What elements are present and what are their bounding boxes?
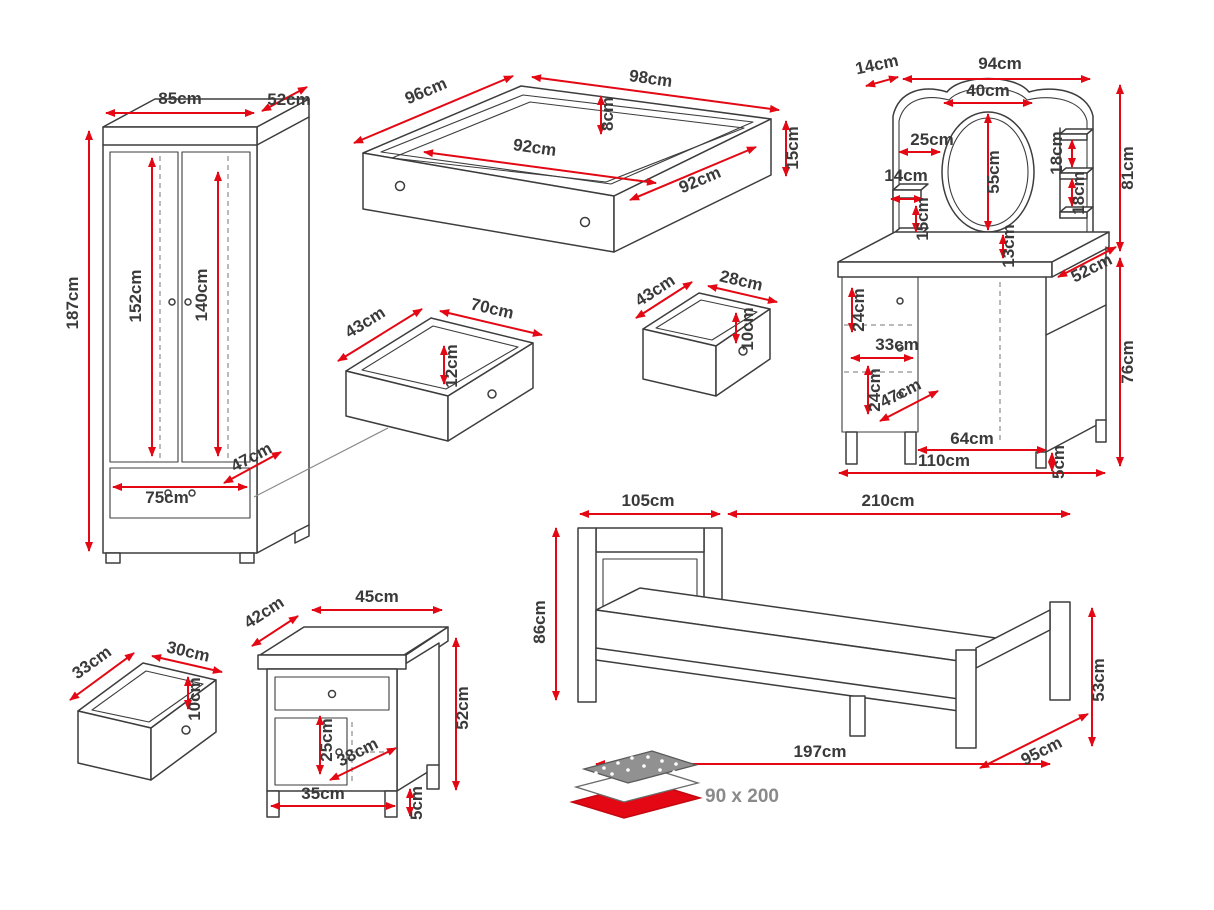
dim-vanity-mirror-bottom-gap: 13cm (999, 224, 1018, 267)
dim-vanity-corbel-width: 14cm (884, 166, 927, 185)
dim-vanity-drawer-top: 24cm (849, 288, 868, 331)
drawer-knob-icon (181, 725, 191, 735)
dim-wardrobe-height: 187cm (63, 277, 82, 330)
door-knob-icon (168, 298, 176, 306)
door-knob-icon (184, 298, 192, 306)
dim-wdrawer-height: 12cm (442, 344, 461, 387)
wardrobe-door-right (181, 151, 251, 463)
footboard-post (955, 649, 977, 749)
dim-ndrawer-depth: 33cm (69, 642, 115, 683)
dim-vanity-top-offset: 14cm (854, 51, 900, 79)
dim-wardrobe-width: 85cm (158, 89, 201, 108)
vanity-pedestal (841, 276, 919, 433)
dim-vanity-top-width: 94cm (978, 54, 1021, 73)
vanity-drawer-drawing: 43cm 28cm 10cm (632, 266, 778, 397)
dim-vanity-desk-height: 76cm (1118, 340, 1137, 383)
dim-wardrobe-drawer-width: 75cm (145, 488, 188, 507)
dim-vanity-mirror-height: 55cm (984, 150, 1003, 193)
dim-vanity-drawer-middle: 33cm (875, 335, 918, 354)
wardrobe-drawer-drawing: 43cm 70cm 12cm (337, 294, 543, 442)
dim-bed-headboard-width: 105cm (622, 491, 675, 510)
dim-box-width: 98cm (628, 66, 674, 91)
footboard-post (1049, 601, 1071, 701)
dim-bed-base-length: 197cm (794, 742, 847, 761)
dim-nightstand-depth: 42cm (241, 593, 288, 633)
dim-vanity-shelf-gap-lower: 18cm (1069, 171, 1088, 214)
drawer-knob-icon (896, 297, 904, 305)
dim-vanity-upper-height: 81cm (1118, 146, 1137, 189)
wardrobe-drawing: 85cm 52cm 187cm 152cm 140cm 47cm 75cm (63, 86, 389, 564)
dim-vdrawer-depth: 43cm (632, 271, 679, 311)
dim-vanity-drawer-bottom: 24cm (865, 368, 884, 411)
headboard-rail (595, 527, 705, 553)
dim-box-side-height: 15cm (783, 126, 802, 169)
dim-bed-footboard-height: 53cm (1089, 658, 1108, 701)
wardrobe-drawer-front (109, 467, 251, 519)
bed-leg (849, 695, 866, 737)
dim-vanity-shelf-gap-upper: 18cm (1047, 131, 1066, 174)
drawer-knob-icon (738, 346, 748, 356)
dim-vdrawer-height: 10cm (738, 307, 757, 350)
dim-bed-length: 210cm (862, 491, 915, 510)
box-knob-icon (394, 180, 406, 192)
dim-wdrawer-depth: 43cm (342, 303, 389, 342)
dim-ndrawer-height: 10cm (185, 677, 204, 720)
vanity-drawing: 14cm 94cm 40cm 25cm 55cm 18cm 18cm 81cm … (837, 51, 1137, 479)
dim-nightstand-width: 45cm (355, 587, 398, 606)
wardrobe-side (256, 98, 310, 554)
drawer-knob-icon (188, 489, 196, 497)
dim-wardrobe-inner-height-left: 152cm (126, 270, 145, 323)
dim-vanity-mirror-gap: 25cm (910, 130, 953, 149)
dim-box-rim-height: 8cm (598, 97, 617, 131)
drawer-pointer-line (253, 427, 389, 498)
nightstand-drawer-drawing: 33cm 30cm 10cm (69, 637, 223, 781)
dim-wardrobe-inner-height-right: 140cm (192, 269, 211, 322)
dim-box-depth: 96cm (402, 74, 449, 108)
mattress-size-label: 90 x 200 (705, 786, 779, 807)
underbed-box-drawing: 96cm 98cm 92cm 92cm 8cm 15cm (353, 66, 802, 253)
dim-nightstand-height: 52cm (453, 686, 472, 729)
drawer-knob-icon (327, 689, 337, 699)
dim-vanity-total-width: 110cm (918, 451, 970, 470)
dim-vanity-mirror-width: 40cm (966, 81, 1009, 100)
dim-bed-headboard-height: 86cm (530, 600, 549, 643)
nightstand-drawer-front (274, 676, 390, 711)
wardrobe-door-left (109, 151, 179, 463)
nightstand-drawing: 42cm 45cm 52cm 25cm 38cm 35cm 5cm (241, 587, 472, 820)
dim-wardrobe-depth: 52cm (267, 90, 310, 109)
dim-nightstand-inner-height: 25cm (317, 718, 336, 761)
drawer-knob-icon (896, 344, 904, 352)
dim-vanity-leg-height: 5cm (1049, 445, 1068, 479)
dim-vanity-knee-width: 64cm (950, 429, 993, 448)
dim-vanity-corbel-gap: 15cm (913, 197, 932, 240)
mattress-icon: 90 x 200 (569, 750, 779, 819)
headboard-post (577, 527, 597, 703)
drawer-knob-icon (487, 389, 497, 399)
box-knob-icon (579, 216, 591, 228)
dim-nightstand-base-width: 35cm (301, 784, 344, 803)
bed-drawing: 105cm 210cm 86cm 53cm 197cm 95cm (530, 491, 1108, 769)
dim-nightstand-leg-height: 5cm (407, 786, 426, 820)
